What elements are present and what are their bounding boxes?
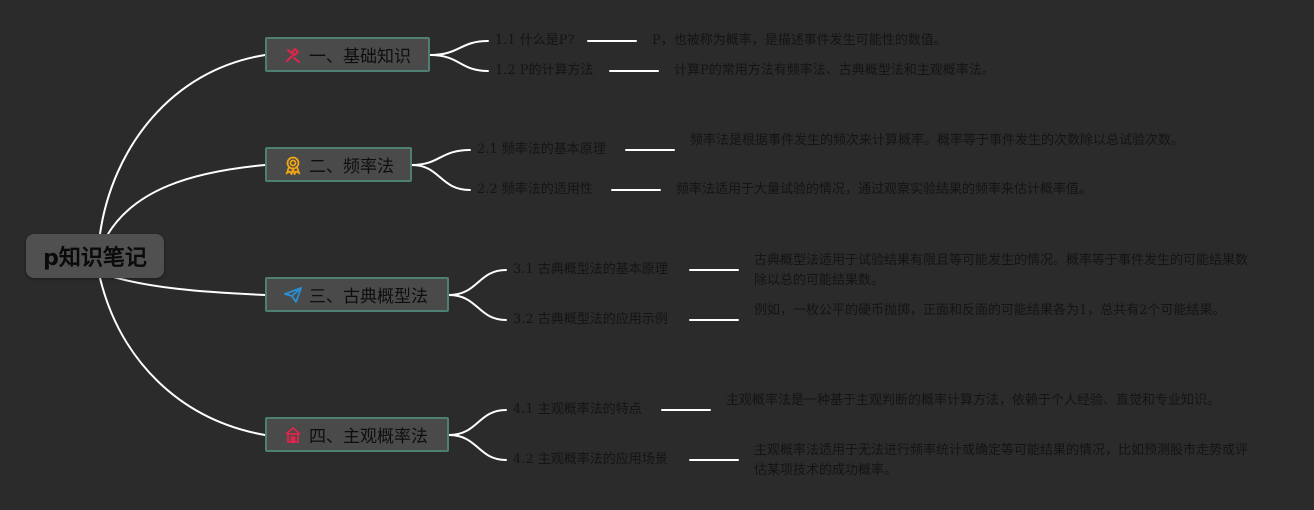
branch4-link-b bbox=[448, 434, 507, 461]
subtopic-4-2[interactable]: 4.2 主观概率法的应用场景 bbox=[513, 452, 668, 467]
branch-label: 四、主观概率法 bbox=[309, 427, 428, 447]
branch-label: 三、古典概型法 bbox=[309, 287, 428, 307]
desc-2-1: 频率法是根据事件发生的频次来计算概率。概率等于事件发生的次数除以总试验次数。 bbox=[690, 133, 1185, 148]
subtopic-2-1[interactable]: 2.1 频率法的基本原理 bbox=[477, 142, 606, 157]
subtopic-3-1[interactable]: 3.1 古典概型法的基本原理 bbox=[513, 262, 668, 277]
desc-3-1: 古典概型法适用于试验结果有限且等可能发生的情况。概率等于事件发生的可能结果数除以… bbox=[754, 253, 1249, 288]
root-title: p知识笔记 bbox=[43, 246, 147, 271]
branch-node-subjective[interactable]: 四、主观概率法 bbox=[265, 417, 449, 452]
root-link-1 bbox=[99, 54, 266, 235]
branch2-link-b bbox=[411, 164, 471, 191]
branch2-link-a bbox=[411, 149, 471, 166]
desc-1-1: P，也被称为概率，是描述事件发生可能性的数值。 bbox=[652, 33, 947, 48]
desc-2-2: 频率法适用于大量试验的情况，通过观察实验结果的频率来估计概率值。 bbox=[676, 182, 1093, 197]
subtopic-2-2[interactable]: 2.2 频率法的适用性 bbox=[477, 182, 593, 197]
desc-1-2: 计算P的常用方法有频率法、古典概型法和主观概率法。 bbox=[674, 63, 995, 78]
root-link-3 bbox=[109, 275, 266, 296]
award-ribbon-icon bbox=[283, 155, 303, 175]
paper-plane-icon bbox=[283, 285, 303, 305]
branch3-link-a bbox=[448, 269, 507, 296]
subtopic-4-1[interactable]: 4.1 主观概率法的特点 bbox=[513, 402, 642, 417]
branch1-link-b bbox=[429, 54, 489, 72]
root-link-4 bbox=[99, 277, 266, 436]
root-link-2 bbox=[107, 164, 266, 235]
root-node[interactable]: p知识笔记 bbox=[26, 234, 164, 278]
subtopic-1-1[interactable]: 1.1 什么是P? bbox=[495, 33, 575, 48]
house-icon bbox=[283, 425, 303, 445]
branch-node-basics[interactable]: 一、基础知识 bbox=[265, 37, 430, 72]
branch-node-frequency[interactable]: 二、频率法 bbox=[265, 147, 412, 182]
branch-label: 一、基础知识 bbox=[309, 47, 411, 67]
branch1-link-a bbox=[429, 40, 489, 56]
desc-4-1: 主观概率法是一种基于主观判断的概率计算方法，依赖于个人经验、直觉和专业知识。 bbox=[726, 393, 1221, 408]
branch-node-classical[interactable]: 三、古典概型法 bbox=[265, 277, 449, 312]
tools-icon bbox=[283, 45, 303, 65]
desc-4-2: 主观概率法适用于无法进行频率统计或确定等可能结果的情况，比如预测股市走势或评估某… bbox=[754, 443, 1249, 478]
desc-3-2: 例如，一枚公平的硬币抛掷，正面和反面的可能结果各为1，总共有2个可能结果。 bbox=[754, 303, 1226, 318]
branch-label: 二、频率法 bbox=[309, 157, 394, 177]
branch3-link-b bbox=[448, 294, 507, 321]
subtopic-1-2[interactable]: 1.2 P的计算方法 bbox=[495, 63, 594, 78]
subtopic-3-2[interactable]: 3.2 古典概型法的应用示例 bbox=[513, 312, 668, 327]
branch4-link-a bbox=[448, 409, 507, 436]
